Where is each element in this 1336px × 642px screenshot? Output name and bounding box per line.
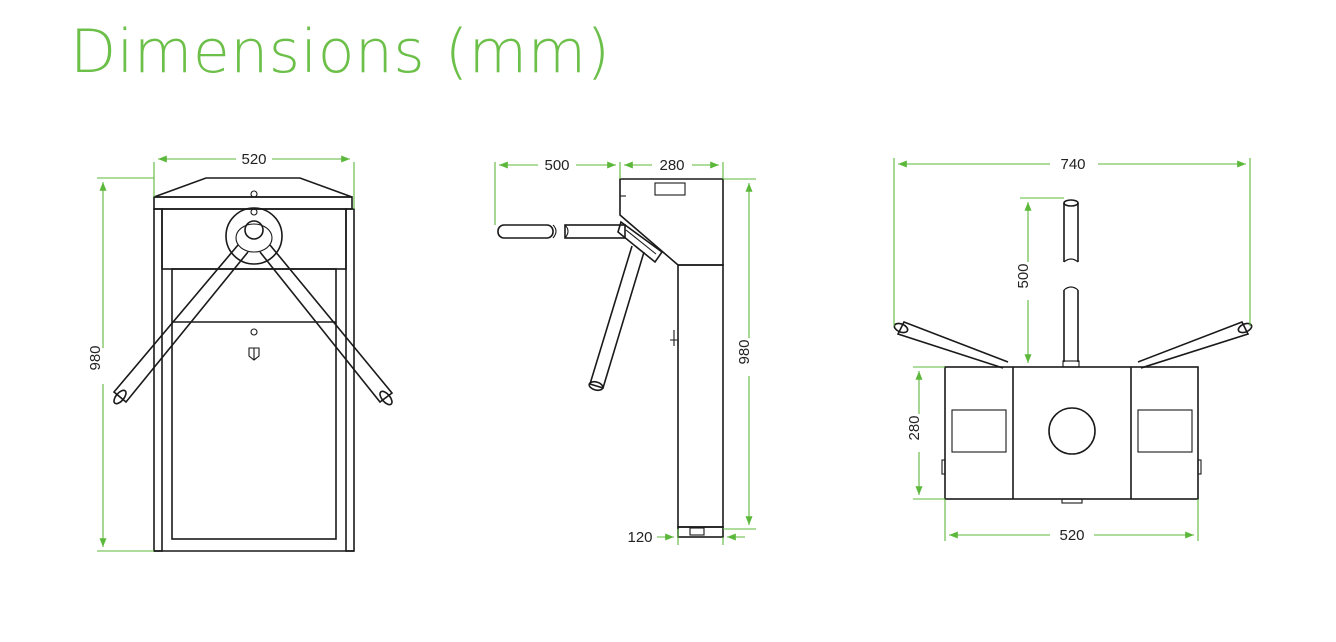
front-view: 520 980 <box>87 151 394 552</box>
side-base-dimension: 120 <box>627 529 652 546</box>
side-view: 500 280 980 120 <box>494 157 756 546</box>
front-right-leg <box>345 208 355 552</box>
side-depth-dimension: 280 <box>659 157 684 174</box>
top-arm-dimension: 500 <box>1015 263 1032 288</box>
side-height-dimension: 980 <box>736 339 753 364</box>
side-arm-left <box>497 224 554 239</box>
front-width-dimension: 520 <box>241 151 266 168</box>
top-vertical-arm <box>1063 203 1079 262</box>
front-rotor-ring <box>225 207 283 265</box>
front-lock-icon <box>248 347 260 361</box>
front-inner-panel <box>171 268 337 540</box>
top-vertical-arm-lower <box>1063 290 1079 362</box>
front-housing-band <box>153 196 353 210</box>
side-down-arm <box>589 245 645 390</box>
side-post <box>677 264 724 528</box>
front-panel-screw <box>250 328 258 336</box>
top-right-arm <box>1137 320 1250 369</box>
top-view: 740 500 280 520 <box>893 156 1253 544</box>
front-cap-screw <box>250 190 258 198</box>
page-title: Dimensions (mm) <box>70 17 611 87</box>
front-rotor-hub <box>244 220 264 240</box>
side-arm-dimension: 500 <box>544 157 569 174</box>
front-height-dimension: 980 <box>87 345 104 370</box>
top-right-window <box>1137 409 1193 453</box>
side-display-window <box>654 182 686 196</box>
top-body <box>944 366 1199 500</box>
top-left-window <box>951 409 1007 453</box>
front-right-arm <box>259 244 394 404</box>
front-cabinet-cap <box>153 177 353 198</box>
side-arm-right <box>564 224 626 239</box>
front-left-arm <box>112 244 249 404</box>
top-left-arm <box>896 320 1009 369</box>
top-width-dimension: 520 <box>1059 527 1084 544</box>
top-rotor <box>1048 407 1096 455</box>
side-cabinet-head <box>619 178 724 266</box>
top-overall-dimension: 740 <box>1060 156 1085 173</box>
front-left-leg <box>153 208 163 552</box>
top-depth-dimension: 280 <box>906 415 923 440</box>
side-arm-bracket <box>617 220 664 264</box>
